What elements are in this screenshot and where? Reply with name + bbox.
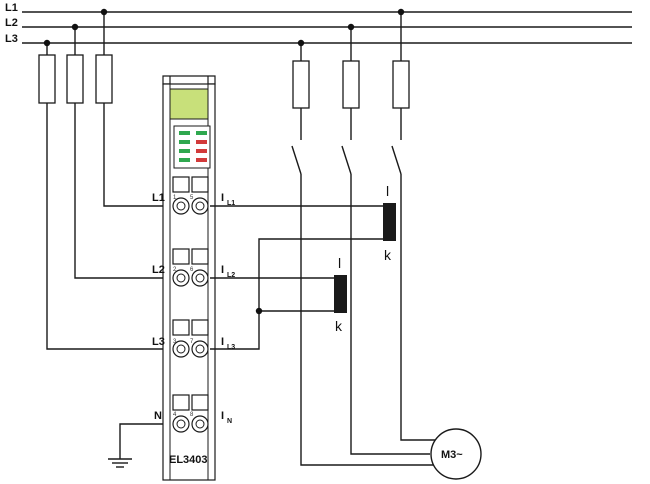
motor-fuse-l3 <box>292 60 310 109</box>
label-i-l2-sub: L2 <box>227 272 235 279</box>
label-i-l2: I <box>221 264 224 276</box>
ct2-l-label: l <box>338 255 341 271</box>
motor-symbol <box>430 428 482 480</box>
bus-l2-label: L2 <box>5 17 18 29</box>
label-i-l3-sub: L3 <box>227 344 235 351</box>
junction-dot <box>255 307 263 315</box>
motor-wire-l1 <box>400 174 456 441</box>
terminal-release-slot <box>191 176 209 193</box>
status-led-red <box>196 140 207 144</box>
status-led-green <box>196 131 207 135</box>
junction-dot <box>397 8 405 16</box>
terminal-contact-core <box>195 273 205 283</box>
current-transformers: l k l k <box>334 183 396 334</box>
label-i-n-sub: N <box>227 418 232 425</box>
voltage-wire-l3 <box>46 103 170 350</box>
status-led-green <box>179 140 190 144</box>
pin-number: 2 <box>173 267 177 273</box>
terminal-release-slot <box>172 176 190 193</box>
el3403-module: L1 L2 L3 N I L1 I L2 I L3 I N 1 5 2 6 3 … <box>152 75 235 481</box>
pin-number: 4 <box>173 412 177 418</box>
ct1-l-label: l <box>386 183 389 199</box>
pin-number: 1 <box>173 195 177 201</box>
terminal-release-slot <box>191 248 209 265</box>
terminal-blocks <box>172 176 209 433</box>
label-i-l1-sub: L1 <box>227 200 235 207</box>
label-i-n: I <box>221 410 224 422</box>
status-led-green <box>179 158 190 162</box>
pin-number: 3 <box>173 339 177 345</box>
module-model-label: EL3403 <box>169 454 208 466</box>
motor-fuse-l2 <box>342 60 360 109</box>
bus-l3-label: L3 <box>5 33 18 45</box>
label-v-l3: L3 <box>152 336 165 348</box>
terminal-release-slot <box>172 394 190 411</box>
status-led-green <box>179 131 190 135</box>
junction-dot <box>347 23 355 31</box>
measurement-branch <box>38 8 173 468</box>
motor-fuse-l1 <box>392 60 410 109</box>
ct2-k-label: k <box>335 318 343 334</box>
status-led-red <box>196 158 207 162</box>
label-v-n: N <box>154 410 162 422</box>
module-label-plate <box>169 88 209 120</box>
neutral-wire <box>119 423 173 459</box>
current-transformer-2 <box>334 275 347 313</box>
terminal-contact-core <box>176 419 186 429</box>
label-v-l2: L2 <box>152 264 165 276</box>
status-led-green <box>179 149 190 153</box>
terminal-contact-core <box>176 344 186 354</box>
terminal-contact-core <box>195 419 205 429</box>
fuse-l2 <box>66 54 84 104</box>
terminal-contact-core <box>176 201 186 211</box>
label-i-l3: I <box>221 336 224 348</box>
junction-dot <box>100 8 108 16</box>
junction-dot <box>297 39 305 47</box>
label-i-l1: I <box>221 192 224 204</box>
fuse-l3 <box>38 54 56 104</box>
fuse-l1 <box>95 54 113 104</box>
ct1-k-label: k <box>384 247 392 263</box>
bus-l1-label: L1 <box>5 2 18 14</box>
voltage-wire-l2 <box>74 103 170 279</box>
pin-number: 7 <box>190 339 194 345</box>
status-led-red <box>196 149 207 153</box>
pin-number: 8 <box>190 412 194 418</box>
module-latch <box>162 75 216 85</box>
contactor-switch-l1 <box>391 145 402 175</box>
current-transformer-1 <box>383 203 396 241</box>
ct1-k-wire <box>210 238 385 350</box>
label-v-l1: L1 <box>152 192 165 204</box>
junction-dot <box>43 39 51 47</box>
terminal-contact-core <box>176 273 186 283</box>
pin-number: 6 <box>190 267 194 273</box>
terminal-release-slot <box>191 319 209 336</box>
terminal-contact-core <box>195 201 205 211</box>
motor-wire-l3 <box>300 174 456 466</box>
terminal-release-slot <box>172 319 190 336</box>
current-sense-wiring <box>210 205 385 350</box>
terminal-release-slot <box>191 394 209 411</box>
status-leds <box>179 131 207 162</box>
motor-wire-l2 <box>350 174 430 455</box>
voltage-wire-l1 <box>103 103 170 207</box>
terminal-contact-core <box>195 344 205 354</box>
junction-dot <box>71 23 79 31</box>
motor-label: M3~ <box>441 449 463 461</box>
terminal-release-slot <box>172 248 190 265</box>
contactor-switch-l2 <box>341 145 352 175</box>
motor-feed: M3~ <box>291 8 482 480</box>
phase-buses: L1 L2 L3 <box>5 2 632 45</box>
contactor-switch-l3 <box>291 145 302 175</box>
pin-number: 5 <box>190 195 194 201</box>
